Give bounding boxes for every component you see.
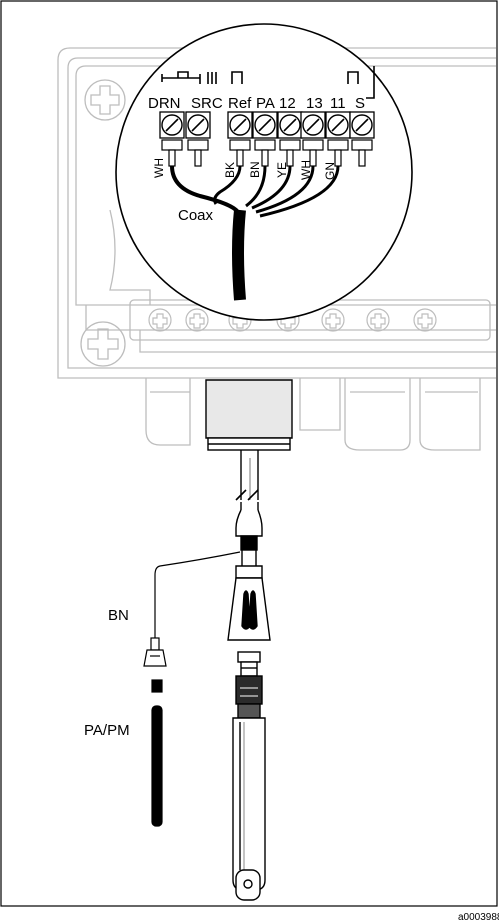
screw-bottom-icon bbox=[80, 321, 126, 367]
terminal-screw-icon bbox=[349, 111, 375, 167]
terminal-screw-icon bbox=[300, 111, 326, 167]
terminal-label-ref: Ref bbox=[228, 95, 252, 112]
pa-pm-connector bbox=[143, 637, 167, 827]
wire-label-bn: BN bbox=[248, 161, 262, 178]
screw-top-icon bbox=[84, 79, 126, 121]
lower-terminal-icon bbox=[185, 308, 209, 332]
terminal-screw-icon bbox=[325, 111, 351, 167]
terminal-label-src: SRC bbox=[191, 95, 223, 112]
magnified-terminal-view: DRN SRC Ref PA 12 13 11 S WH BK BN YE WH… bbox=[115, 23, 413, 321]
terminal-label-s: S bbox=[355, 95, 365, 112]
lower-terminal-icon bbox=[321, 308, 345, 332]
figure-code: a0003988 bbox=[458, 912, 499, 923]
bn-label: BN bbox=[108, 607, 129, 624]
bn-branch-wire bbox=[154, 551, 241, 640]
sensor-plug-head bbox=[227, 565, 271, 677]
terminal-label-pa: PA bbox=[256, 95, 275, 112]
terminal-label-11: 11 bbox=[330, 95, 346, 112]
terminal-screw-icon bbox=[159, 111, 185, 167]
sensor-cable bbox=[235, 450, 263, 566]
terminal-label-drn: DRN bbox=[148, 95, 181, 112]
lower-terminal-icon bbox=[413, 308, 437, 332]
ph-electrode bbox=[232, 675, 266, 901]
pa-pm-label: PA/PM bbox=[84, 722, 130, 739]
wire-label-ye: YE bbox=[275, 162, 289, 178]
transmitter-housing bbox=[57, 47, 496, 451]
lower-terminal-icon bbox=[148, 308, 172, 332]
lower-terminal-icon bbox=[366, 308, 390, 332]
terminal-label-12: 12 bbox=[279, 95, 296, 112]
wire-label-gn: GN bbox=[323, 162, 337, 180]
coax-label: Coax bbox=[178, 207, 214, 224]
terminal-screw-icon bbox=[252, 111, 278, 167]
terminal-screws bbox=[159, 111, 375, 167]
terminal-label-13: 13 bbox=[306, 95, 323, 112]
wire-label-bk: BK bbox=[223, 162, 237, 178]
terminal-screw-icon bbox=[185, 111, 211, 167]
wire-label-wh-1: WH bbox=[152, 158, 166, 178]
wire-label-wh-2: WH bbox=[299, 160, 313, 180]
terminal-block-markings bbox=[161, 66, 375, 99]
terminal-screw-icon bbox=[227, 111, 253, 167]
cable-gland bbox=[205, 379, 293, 451]
cable-wires bbox=[170, 165, 340, 301]
